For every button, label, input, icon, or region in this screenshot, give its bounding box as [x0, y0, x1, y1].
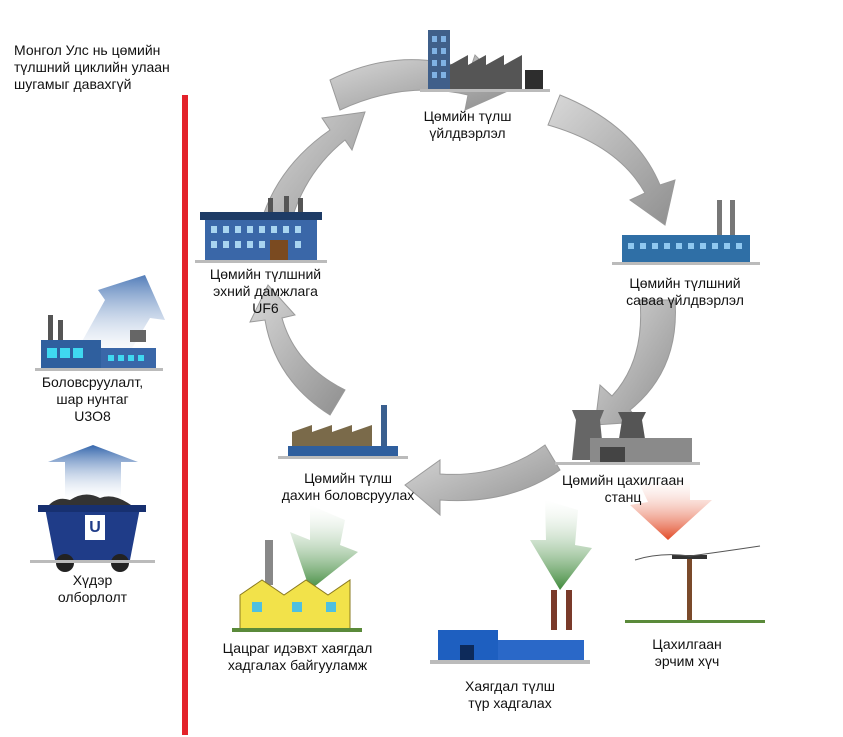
nuclear-power-station-icon [555, 410, 700, 465]
power-line-pole-icon [625, 545, 765, 623]
boundary-title: Монгол Улс нь цөмийн түлшний циклийн ула… [14, 42, 170, 92]
green-arrow-spent-fuel [530, 500, 592, 590]
fuel-production-factory-icon [420, 30, 550, 92]
red-boundary-line [182, 95, 188, 735]
label-fuel-production: Цөмийн түлш үйлдвэрлэл [423, 108, 512, 141]
cycle-arrow-5 [249, 284, 346, 416]
cycle-arrow-2 [547, 94, 676, 226]
label-electricity: Цахилгаан эрчим хүч [652, 636, 722, 669]
spent-fuel-storage-building-icon [430, 590, 590, 664]
cycle-arrow-4 [404, 444, 561, 517]
red-arrow-electricity [630, 478, 712, 540]
waste-storage-facility-icon [232, 540, 362, 632]
label-waste-storage: Цацраг идэвхт хаягдал хадгалах байгуулам… [222, 640, 373, 673]
reprocessing-factory-icon [278, 405, 408, 459]
cycle-arrow-3 [594, 299, 676, 426]
label-initial-chain: Цөмийн түлшний эхний дамжлага UF6 [209, 266, 322, 316]
fuel-assembly-factory-icon [612, 200, 760, 265]
cart-uranium-letter: U [89, 519, 101, 536]
label-processing: Боловсруулалт, шар нунтаг U3O8 [41, 374, 144, 424]
blue-arrow-up-processing [80, 275, 165, 360]
processing-plant-icon [35, 315, 163, 371]
label-mining: Хүдэр олборлолт [57, 572, 128, 605]
blue-arrow-up-mining [48, 445, 138, 500]
label-spent-fuel-storage: Хаягдал түлш түр хадгалах [464, 678, 555, 711]
label-reprocessing: Цөмийн түлш дахин боловсруулах [281, 470, 415, 503]
ore-cart-icon [30, 494, 155, 572]
uf6-conversion-building-icon [195, 196, 327, 263]
green-arrow-waste [290, 505, 358, 590]
label-fuel-assembly: Цөмийн түлшний саваа үйлдвэрлэл [626, 275, 744, 308]
green-arrows [290, 500, 592, 590]
label-power-station: Цөмийн цахилгаан станц [562, 472, 684, 505]
